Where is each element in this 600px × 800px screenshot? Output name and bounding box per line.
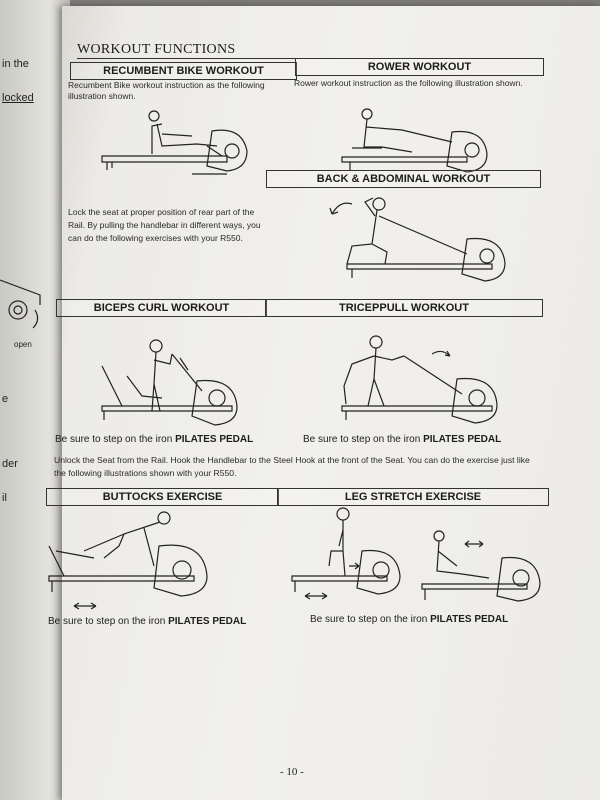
previous-page-edge: in the locked open e der il bbox=[0, 0, 70, 800]
prev-page-fragment: open bbox=[14, 340, 32, 349]
page-title: WORKOUT FUNCTIONS bbox=[77, 42, 236, 57]
recumbent-bike-illustration bbox=[101, 110, 248, 175]
rower-heading: ROWER WORKOUT bbox=[295, 58, 544, 76]
page-number: - 10 - bbox=[280, 766, 304, 778]
prev-page-fragment: locked bbox=[2, 92, 34, 104]
recumbent-bike-heading: RECUMBENT BIKE WORKOUT bbox=[70, 62, 297, 80]
unlock-seat-text: Unlock the Seat from the Rail. Hook the … bbox=[54, 455, 530, 478]
pedal-note-prefix: Be sure to step on the iron bbox=[303, 434, 424, 445]
pedal-note-prefix: Be sure to step on the iron bbox=[48, 616, 169, 627]
prev-page-illustration bbox=[0, 279, 41, 329]
leg-stretch-standing-illustration bbox=[291, 507, 401, 600]
prev-page-fragment: in the bbox=[2, 58, 29, 70]
rower-illustration bbox=[341, 108, 488, 173]
biceps-pedal-note: Be sure to step on the iron PILATES PEDA… bbox=[55, 434, 253, 445]
tricep-pull-illustration bbox=[341, 335, 498, 424]
back-abdominal-text: Lock the seat at proper position of rear… bbox=[68, 207, 261, 243]
buttocks-pedal-note: Be sure to step on the iron PILATES PEDA… bbox=[48, 616, 246, 627]
prev-page-fragment: der bbox=[2, 458, 18, 470]
rower-text: Rower workout instruction as the followi… bbox=[294, 78, 523, 88]
pedal-note-prefix: Be sure to step on the iron bbox=[310, 614, 431, 625]
manual-page: WORKOUT FUNCTIONS RECUMBENT BIKE WORKOUT… bbox=[46, 6, 600, 800]
pedal-note-emphasis: PILATES PEDAL bbox=[423, 434, 502, 445]
back-abdominal-illustration bbox=[329, 197, 506, 282]
pedal-note-prefix: Be sure to step on the iron bbox=[55, 434, 176, 445]
prev-page-fragment: e bbox=[2, 393, 9, 405]
buttocks-exercise-illustration bbox=[48, 511, 208, 610]
leg-stretch-heading: LEG STRETCH EXERCISE bbox=[277, 488, 549, 506]
pedal-note-emphasis: PILATES PEDAL bbox=[168, 616, 247, 627]
recumbent-bike-text: Recumbent Bike workout instruction as th… bbox=[68, 80, 265, 101]
pedal-note-emphasis: PILATES PEDAL bbox=[430, 614, 509, 625]
biceps-curl-illustration bbox=[101, 339, 238, 426]
triceps-pedal-note: Be sure to step on the iron PILATES PEDA… bbox=[303, 434, 501, 445]
tricep-pull-heading: TRICEPPULL WORKOUT bbox=[265, 299, 543, 317]
leg-stretch-seated-illustration bbox=[421, 530, 541, 602]
buttocks-exercise-heading: BUTTOCKS EXERCISE bbox=[46, 488, 279, 506]
biceps-curl-heading: BICEPS CURL WORKOUT bbox=[56, 299, 267, 317]
pedal-note-emphasis: PILATES PEDAL bbox=[175, 434, 254, 445]
back-abdominal-heading: BACK & ABDOMINAL WORKOUT bbox=[266, 170, 541, 188]
leg-stretch-pedal-note: Be sure to step on the iron PILATES PEDA… bbox=[310, 614, 508, 625]
prev-page-fragment: il bbox=[2, 492, 7, 504]
